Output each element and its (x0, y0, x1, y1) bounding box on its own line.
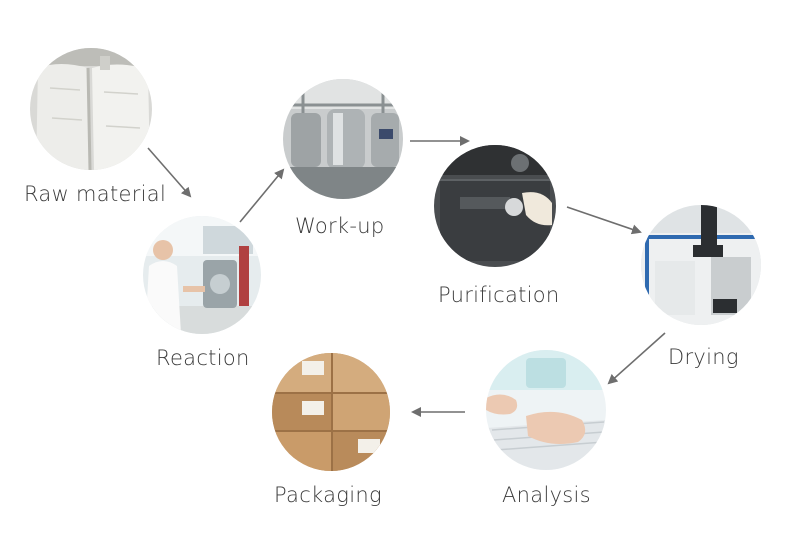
step-work-up-label: Work-up (295, 214, 385, 238)
dryer-photo-icon (641, 205, 761, 325)
arrow-reaction-to-workup (239, 168, 285, 223)
lab-worker-photo-icon (143, 216, 261, 334)
step-reaction-image (143, 216, 261, 334)
step-raw-material-image (30, 48, 152, 170)
instrument-photo-icon (434, 145, 556, 267)
steel-tanks-photo-icon (283, 79, 403, 199)
keyboard-hands-photo-icon (486, 350, 606, 470)
step-packaging-label: Packaging (274, 483, 382, 507)
step-packaging-image (272, 353, 390, 471)
arrow-purification-to-drying (566, 206, 642, 235)
step-purification-image (434, 145, 556, 267)
arrow-drying-to-analysis (607, 332, 666, 385)
step-analysis-image (486, 350, 606, 470)
step-reaction-label: Reaction (156, 346, 250, 370)
step-purification-label: Purification (438, 283, 560, 307)
step-analysis-label: Analysis (502, 483, 591, 507)
step-drying-label: Drying (668, 345, 739, 369)
step-raw-material-label: Raw material (24, 182, 167, 206)
step-drying-image (641, 205, 761, 325)
sacks-photo-icon (30, 48, 152, 170)
step-work-up-image (283, 79, 403, 199)
cardboard-boxes-photo-icon (272, 353, 390, 471)
